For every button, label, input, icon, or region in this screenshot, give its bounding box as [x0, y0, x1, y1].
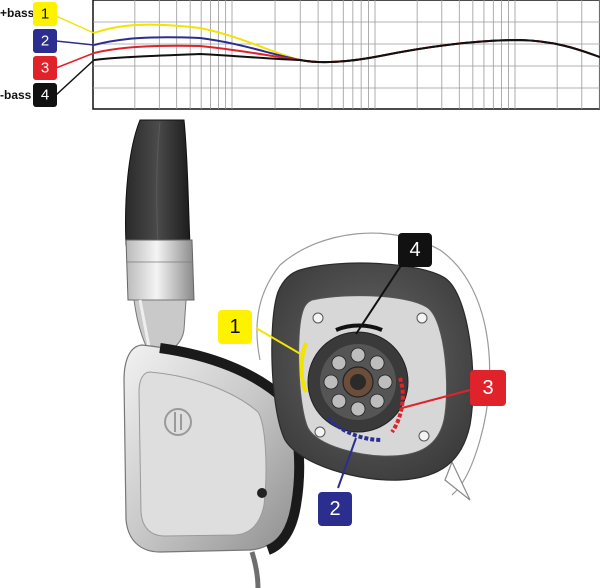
svg-text:3: 3: [41, 60, 49, 77]
logo-circle: [164, 408, 192, 436]
earcup-plate: [138, 371, 267, 537]
svg-text:3: 3: [482, 377, 493, 399]
port-4-black: [335, 323, 383, 332]
callout-badge-4: 4: [398, 233, 432, 267]
port-1-yellow: [299, 342, 308, 393]
vent-hole: [331, 355, 347, 371]
leader-line-2: [55, 40, 95, 46]
callout-badge-3: 3: [470, 370, 506, 406]
less-bass-label: -bass: [0, 88, 32, 102]
headband: [125, 119, 191, 246]
leader-line-3: [55, 52, 95, 69]
callout-line-2: [337, 437, 357, 489]
chart-badge-1: 1: [33, 2, 57, 26]
leader-line-1: [55, 15, 95, 34]
vent-hole: [377, 374, 393, 390]
callout-line-4: [355, 263, 403, 335]
vent-hole: [323, 374, 339, 390]
chart-badge-4: 4: [33, 83, 57, 107]
eq-curve-4: [93, 38, 600, 64]
leader-line-4: [55, 59, 95, 96]
vent-hole: [350, 401, 366, 417]
callout-badge-1: 1: [218, 310, 252, 344]
callout-badge-2: 2: [318, 492, 352, 526]
svg-text:1: 1: [41, 6, 49, 23]
chart-badge-3: 3: [33, 56, 57, 80]
ear-cushion-icon: [271, 262, 474, 481]
vent-hole: [369, 355, 385, 371]
eq-chart: +bass -bass 1 2 3 4: [0, 0, 600, 110]
svg-text:2: 2: [41, 33, 49, 50]
callout-line-1: [255, 327, 305, 357]
cable: [249, 551, 261, 588]
vent-hole: [369, 393, 385, 409]
svg-text:4: 4: [41, 87, 49, 104]
vent-hole: [350, 347, 366, 363]
port-3-red: [390, 377, 405, 434]
rotation-arrow-icon: [256, 232, 491, 501]
chart-curves: [93, 23, 600, 64]
more-bass-label: +bass: [0, 6, 35, 20]
headphone-icon: [123, 119, 305, 588]
port-2-blue: [326, 416, 383, 442]
chart-badge-2: 2: [33, 29, 57, 53]
svg-text:1: 1: [229, 316, 240, 338]
audio-jack: [257, 488, 267, 498]
vent-hole: [331, 393, 347, 409]
callout-line-3: [401, 389, 471, 409]
svg-text:4: 4: [409, 239, 420, 261]
svg-text:2: 2: [329, 498, 340, 520]
slider-block: [125, 239, 195, 301]
